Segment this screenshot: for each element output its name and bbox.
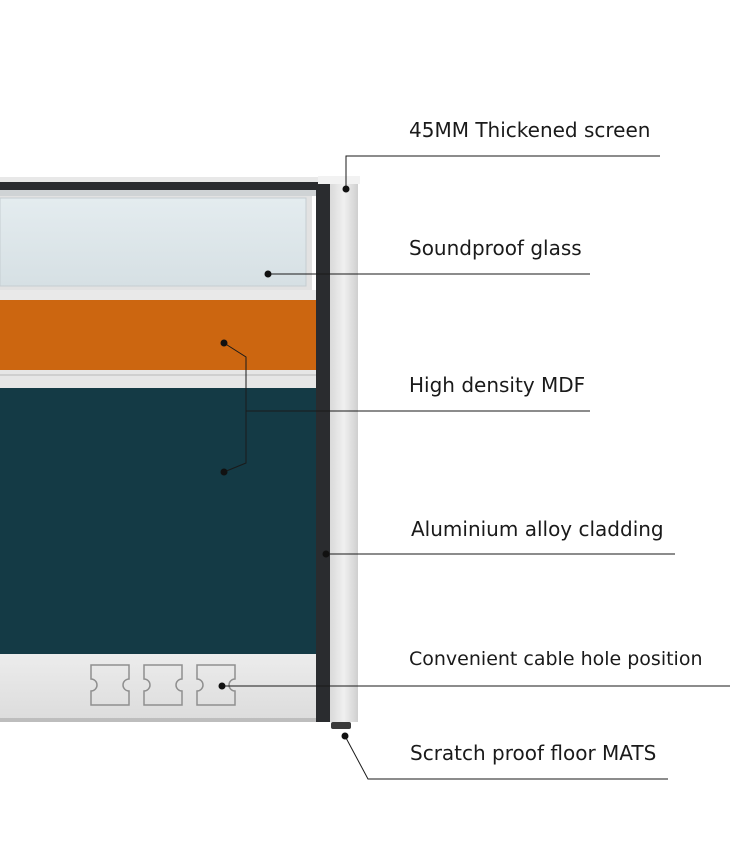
top-frame-dark: [0, 182, 318, 190]
post-top-cap: [318, 176, 360, 184]
dot-glass: [264, 270, 272, 278]
dot-mdf-orange: [220, 339, 228, 347]
mdf-divider: [0, 370, 316, 388]
mdf-divider-line: [0, 374, 316, 376]
mdf-orange-panel: [0, 300, 316, 370]
label-cable-hole: Convenient cable hole position: [409, 648, 703, 670]
floor-mat: [331, 722, 351, 729]
cable-hole: [196, 664, 236, 706]
dot-screen: [342, 185, 350, 193]
cable-base: [0, 654, 316, 720]
glass-divider: [0, 290, 316, 300]
label-floor-mats: Scratch proof floor MATS: [410, 741, 657, 765]
label-thickened-screen: 45MM Thickened screen: [409, 118, 651, 142]
dot-cable: [218, 682, 226, 690]
leader-lines: [222, 155, 730, 780]
label-high-density-mdf: High density MDF: [409, 373, 586, 397]
cable-holes: [90, 664, 236, 706]
glass-panel: [0, 197, 307, 287]
base-bottom-edge: [0, 718, 330, 722]
thickened-post: [330, 177, 358, 722]
leader-mats: [344, 735, 668, 780]
mdf-teal-panel: [0, 388, 316, 654]
dot-cladding: [322, 550, 330, 558]
cable-hole: [90, 664, 130, 706]
dot-mats: [341, 732, 349, 740]
leader-mdf-bracket: [223, 342, 247, 473]
label-aluminium-cladding: Aluminium alloy cladding: [411, 517, 664, 541]
leader-screen: [345, 155, 660, 190]
top-rail: [0, 177, 335, 183]
aluminium-cladding-strip: [316, 182, 330, 722]
label-soundproof-glass: Soundproof glass: [409, 236, 582, 260]
leader-dots: [218, 185, 350, 740]
dot-mdf-teal: [220, 468, 228, 476]
cable-hole: [143, 664, 183, 706]
top-frame-light: [0, 190, 316, 196]
